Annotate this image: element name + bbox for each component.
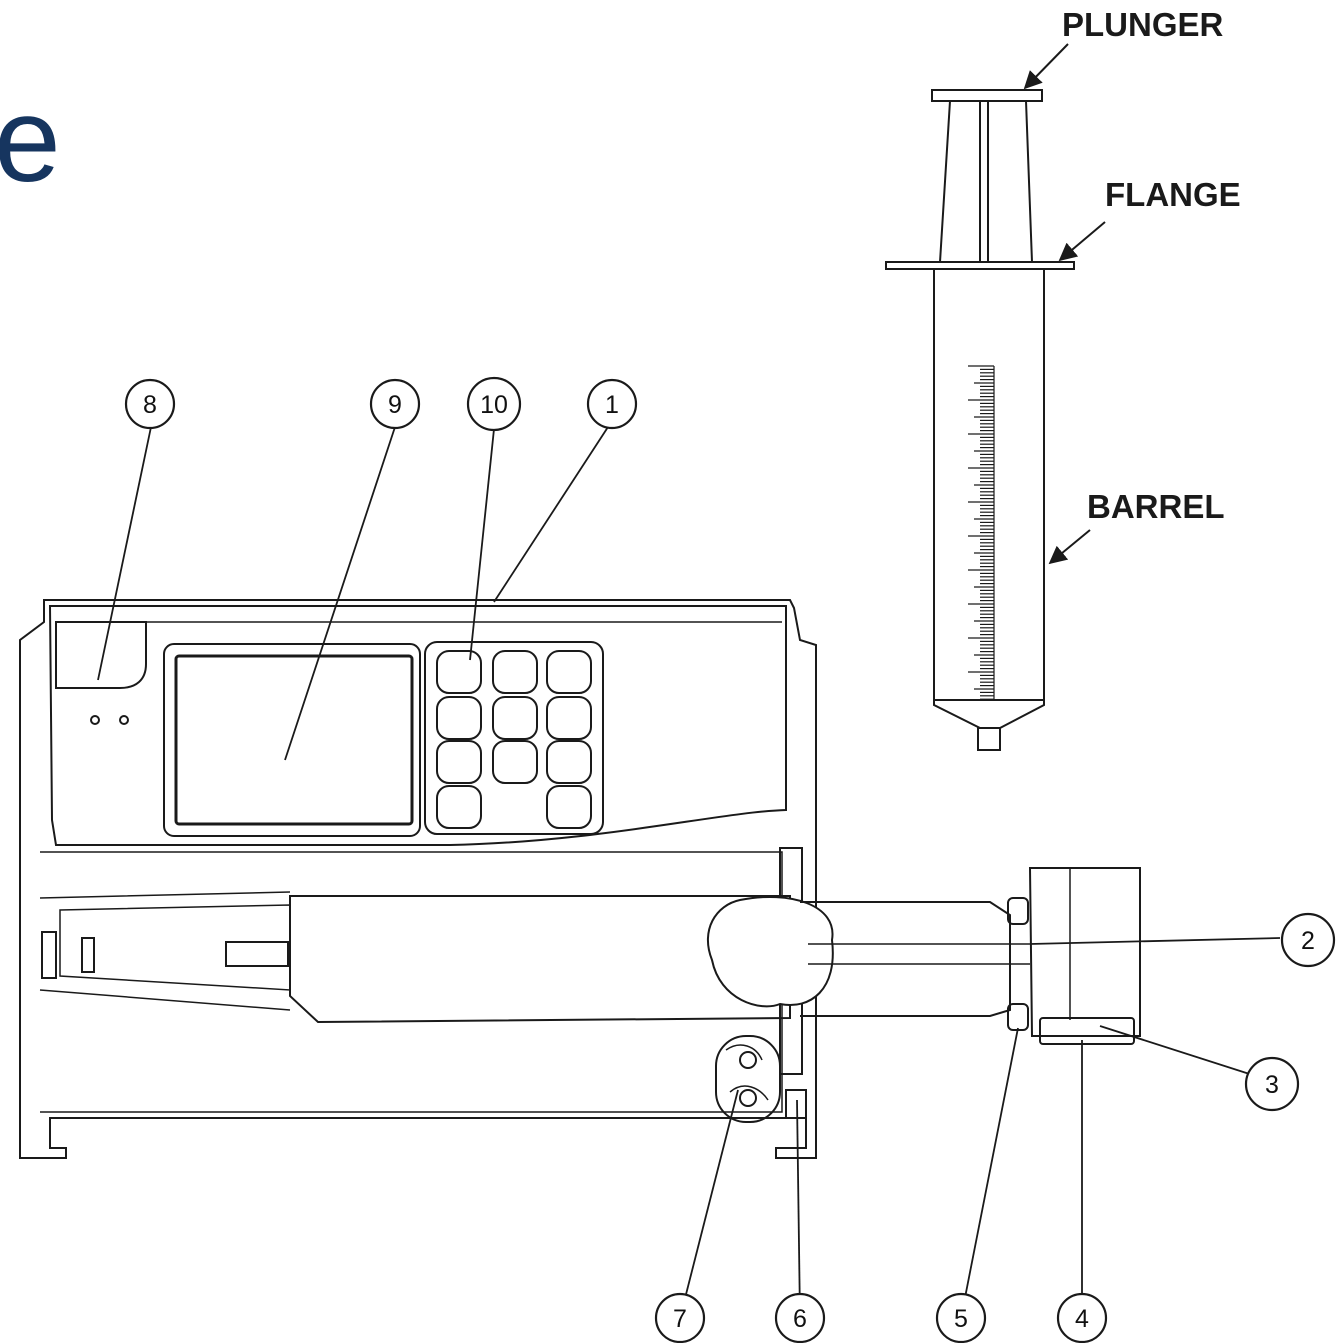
keypad-button: [436, 696, 482, 740]
callout-number: 1: [605, 391, 619, 419]
heading-fragment: e: [0, 73, 61, 207]
plunger-arrow: [1023, 43, 1069, 90]
plunger-driver-head: [707, 896, 834, 1008]
leader-5: [960, 1027, 1019, 1319]
keypad-button: [546, 785, 592, 829]
barrel-label: BARREL: [1087, 488, 1225, 525]
leader-10: [469, 428, 495, 661]
callout-6: 6: [774, 1292, 826, 1343]
screen-bezel: [163, 643, 421, 837]
callout-number: 7: [673, 1305, 687, 1333]
front-panel: [48, 605, 787, 846]
pump-housing: [19, 599, 817, 1159]
keypad-button: [546, 740, 592, 784]
plunger-label: PLUNGER: [1062, 6, 1224, 43]
callout-2: 2: [1280, 912, 1336, 968]
keypad-button: [546, 696, 592, 740]
keypad-button: [436, 650, 482, 694]
callout-number: 9: [388, 391, 402, 419]
syringe-drawing: [885, 89, 1075, 751]
barrel-graduations: [968, 365, 995, 700]
barrel-arrow: [1048, 529, 1091, 565]
plunger-release-button: [1007, 897, 1029, 925]
leader-1: [493, 426, 609, 603]
keypad-button: [492, 740, 538, 784]
plunger-rod: [939, 100, 1033, 263]
indicator-light: [119, 715, 129, 725]
indicator-light: [90, 715, 100, 725]
keypad-button: [492, 650, 538, 694]
display-screen: [174, 654, 414, 826]
callout-number: 2: [1301, 927, 1315, 955]
callout-7: 7: [654, 1292, 706, 1343]
callout-number: 10: [480, 391, 508, 419]
syringe-label-arrows: [1023, 43, 1106, 565]
plunger-thumb-rest: [931, 89, 1043, 102]
callout-3: 3: [1244, 1056, 1300, 1112]
flange-label: FLANGE: [1105, 176, 1241, 213]
disengage-lever: [1039, 1017, 1135, 1045]
callout-number: 6: [793, 1305, 807, 1333]
driver-unit: [1028, 867, 1141, 1037]
leader-3: [1099, 1025, 1263, 1079]
callout-5: 5: [935, 1292, 987, 1343]
callout-10: 10: [466, 376, 522, 432]
callout-4: 4: [1056, 1292, 1108, 1343]
driver-arm: [800, 901, 1011, 1017]
leader-2: [1029, 937, 1281, 945]
syringe-clamp-base: [785, 1089, 807, 1119]
keypad-button: [492, 696, 538, 740]
leader-8: [97, 426, 152, 681]
loaded-syringe-rear: [59, 904, 291, 991]
callout-number: 3: [1265, 1071, 1279, 1099]
callout-leaders: [97, 426, 1281, 1319]
leader-7: [679, 1089, 739, 1319]
syringe-pump: [19, 599, 1141, 1159]
keypad: [436, 650, 592, 829]
keypad-button: [436, 740, 482, 784]
flange-arrow: [1058, 221, 1106, 262]
callouts: 8 9 10 1 2 3 4: [124, 376, 1336, 1343]
leader-6: [796, 1099, 801, 1319]
syringe-tip: [977, 727, 1001, 751]
callout-1: 1: [586, 378, 638, 430]
keypad-surround: [424, 641, 604, 835]
status-light-panel: [55, 621, 147, 689]
keypad-button: [436, 785, 482, 829]
keypad-button: [546, 650, 592, 694]
callout-9: 9: [369, 378, 421, 430]
callout-8: 8: [124, 378, 176, 430]
callout-number: 5: [954, 1305, 968, 1333]
callout-number: 4: [1075, 1305, 1089, 1333]
leader-9: [284, 426, 396, 761]
callout-number: 8: [143, 391, 157, 419]
pressure-disc-sensor: [715, 1035, 781, 1123]
syringe-flange-holder: [225, 941, 289, 967]
flange: [885, 261, 1075, 270]
